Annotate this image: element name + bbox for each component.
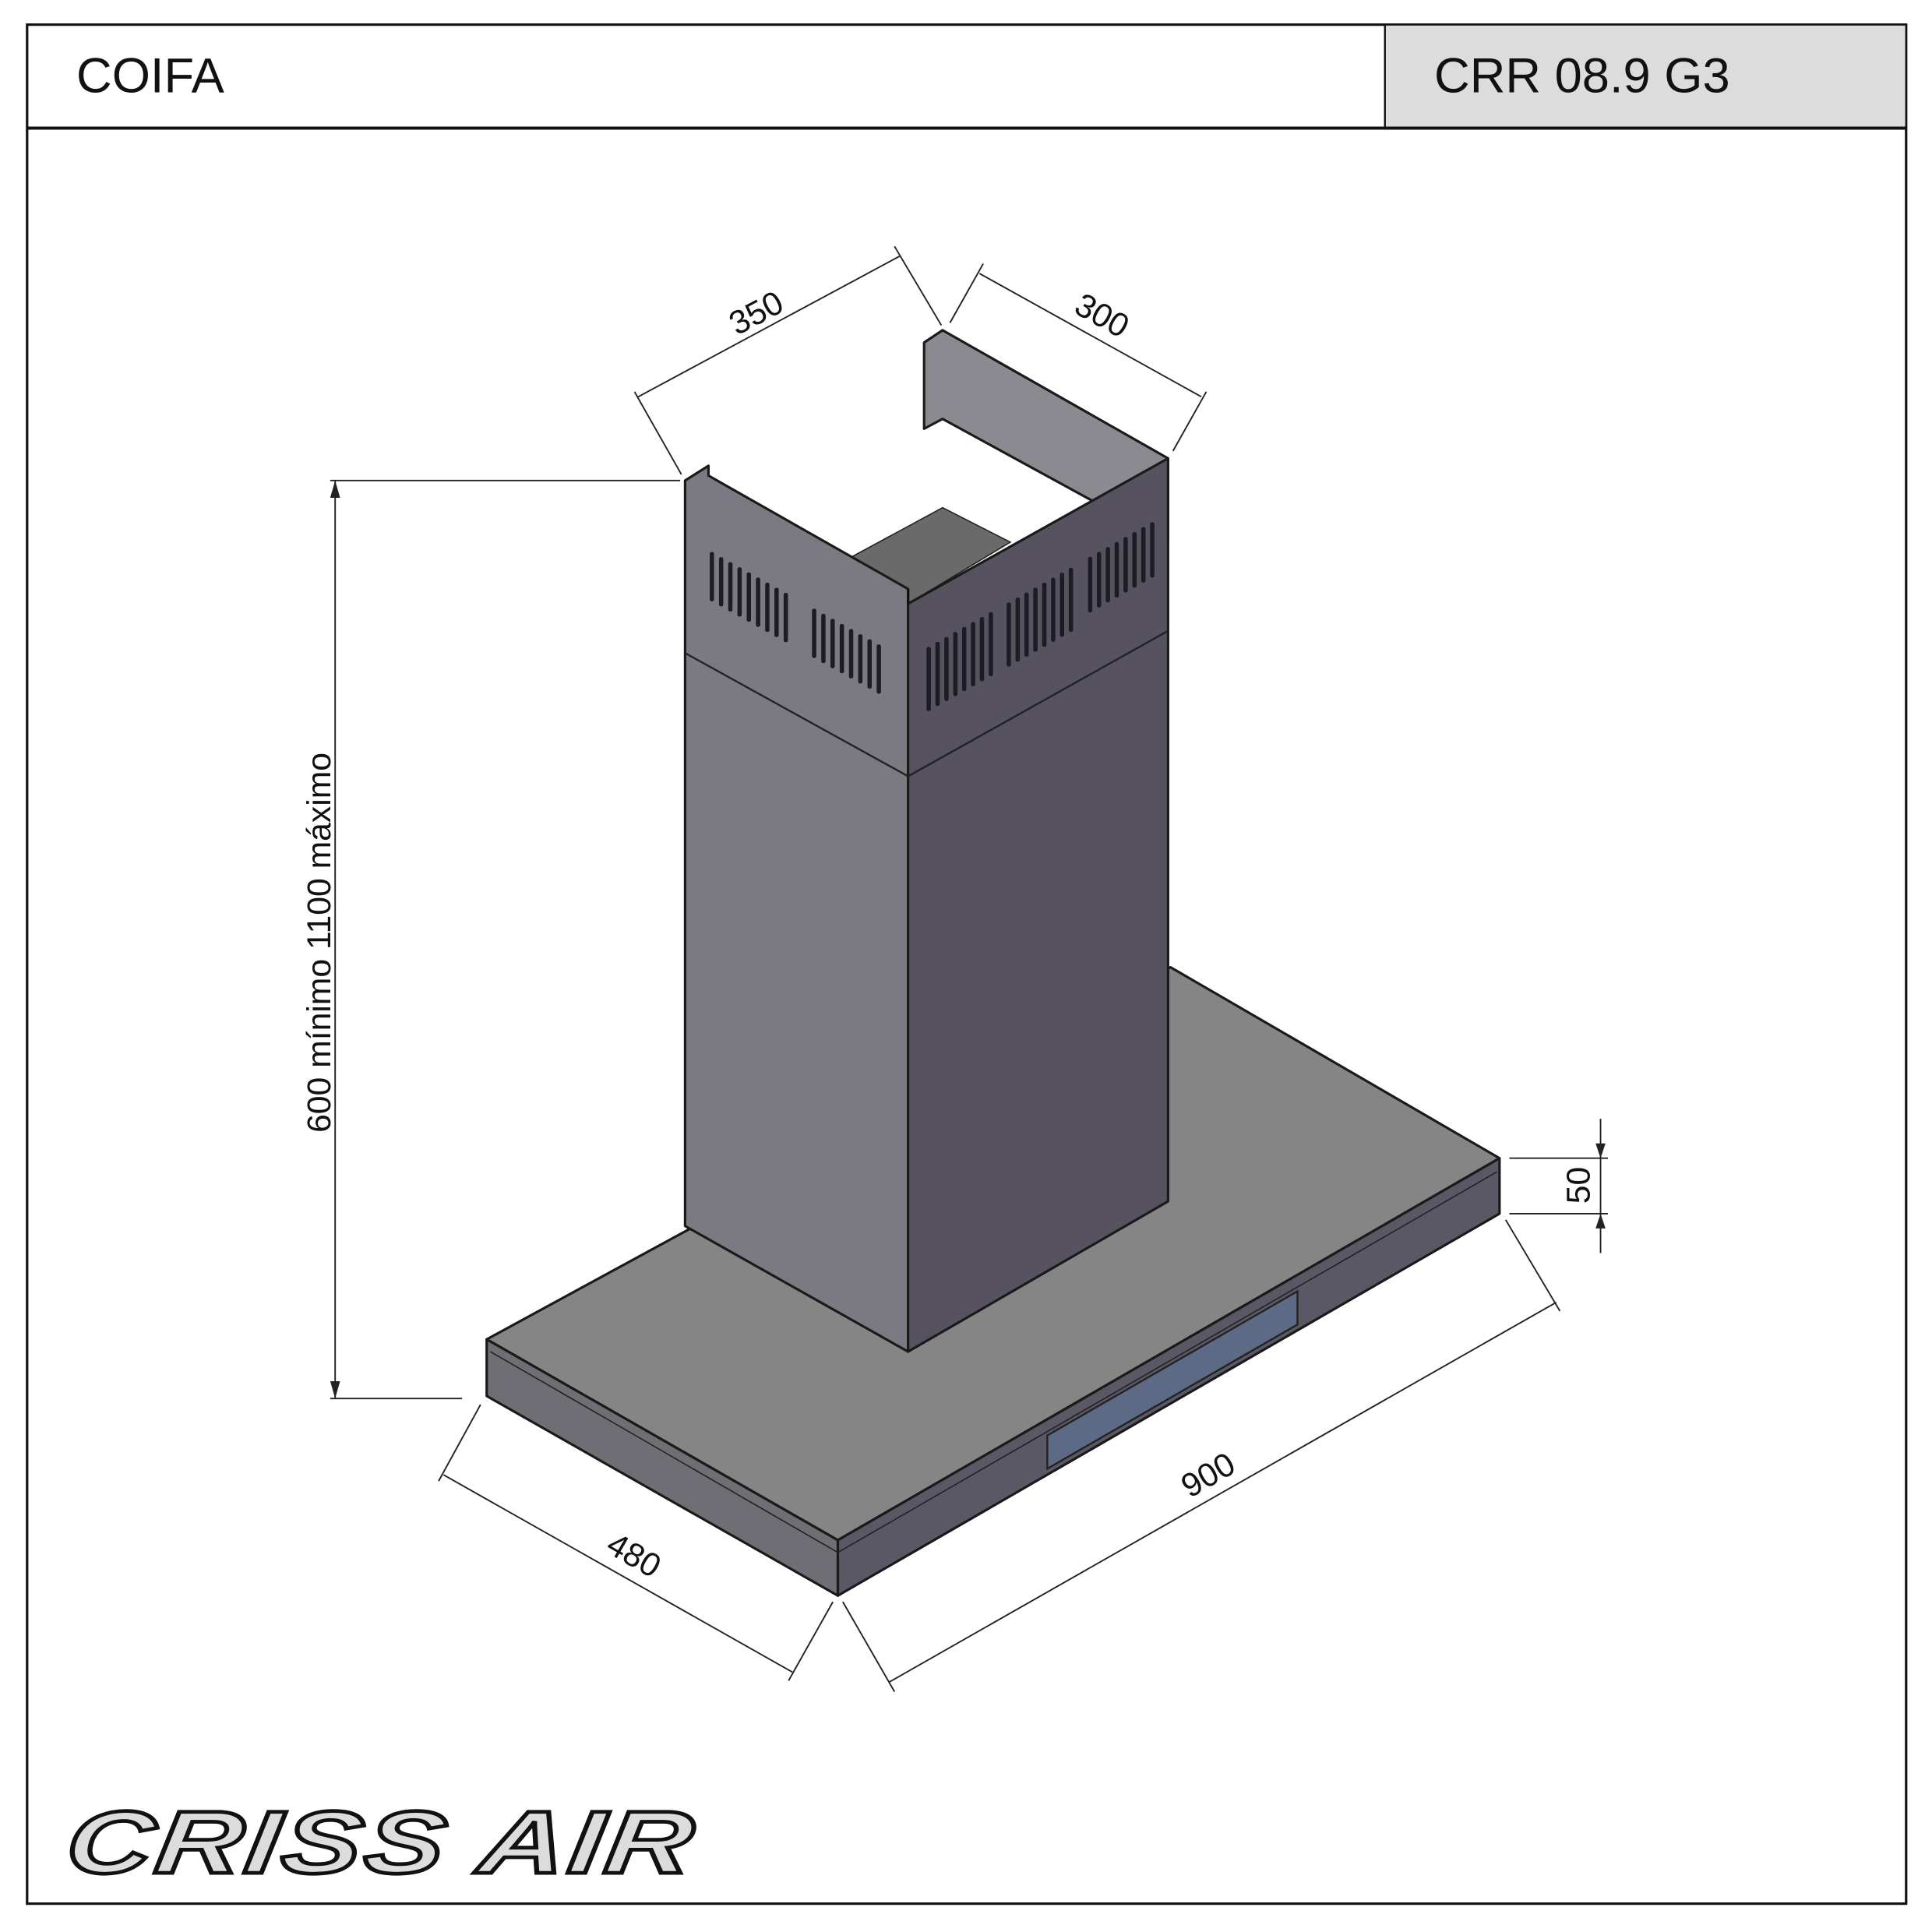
vent-slot	[1132, 532, 1137, 588]
vent-slot	[876, 644, 881, 694]
product-type-label: COIFA	[76, 49, 225, 104]
vent-slot	[1088, 556, 1093, 613]
criss-air-logo: CRISS AIR	[58, 1791, 704, 1894]
dimension-chimney-width: 350	[633, 245, 943, 475]
chimney-width-label: 350	[723, 284, 789, 343]
vent-slot	[839, 623, 844, 674]
vent-slot	[774, 587, 779, 637]
dimension-thickness: 50	[1509, 1119, 1609, 1253]
vent-slot	[1114, 541, 1119, 598]
vent-slot	[746, 572, 752, 622]
vent-slot	[1059, 573, 1065, 637]
chimney-depth-label: 300	[1069, 286, 1136, 346]
model-label: CRR 08.9 G3	[1434, 49, 1730, 104]
vent-slot	[858, 634, 863, 684]
vent-slot	[756, 577, 760, 627]
dimension-height: 600 mínimo 1100 máximo	[301, 479, 681, 1400]
vent-slot	[783, 593, 788, 643]
vent-slot	[1123, 537, 1128, 593]
vent-slot	[1042, 582, 1047, 647]
vent-slot	[1096, 552, 1102, 608]
vent-slot	[1051, 577, 1056, 642]
ventilation-slots	[710, 522, 1155, 711]
vent-slot	[1033, 587, 1038, 652]
logo-text: CRISS AIR	[61, 1793, 703, 1892]
vent-slot	[737, 567, 742, 617]
vent-slot	[710, 552, 714, 601]
vent-slot	[1150, 522, 1155, 578]
vent-slot	[821, 613, 826, 664]
vent-slot	[935, 641, 940, 707]
thickness-label: 50	[1560, 1167, 1597, 1204]
vent-slot	[1024, 592, 1029, 657]
vent-slot	[867, 639, 873, 689]
hood-width-label: 900	[1175, 1445, 1242, 1505]
vent-slot	[765, 582, 770, 633]
vent-slot	[953, 632, 958, 696]
hood-depth-label: 480	[601, 1525, 668, 1585]
vent-slot	[718, 557, 724, 607]
vent-slot	[1015, 598, 1021, 662]
vent-slot	[1105, 547, 1110, 603]
vent-slot	[944, 636, 949, 701]
vent-slot	[812, 608, 816, 658]
control-panel	[1046, 1289, 1299, 1471]
vent-slot	[971, 622, 975, 686]
vent-slot	[848, 629, 854, 679]
vent-slot	[926, 647, 931, 711]
vent-slot	[979, 617, 985, 682]
vent-slot	[1068, 567, 1074, 633]
model-cell	[1384, 23, 1907, 129]
vent-slot	[728, 562, 733, 612]
vent-slot	[1007, 602, 1011, 667]
vent-slot	[1141, 527, 1146, 583]
height-range-label: 600 mínimo 1100 máximo	[301, 753, 338, 1133]
sheet-border	[26, 23, 1908, 1906]
chimney	[683, 329, 1169, 1353]
vent-slot	[961, 626, 967, 692]
vent-slot	[830, 619, 835, 668]
vent-slot	[989, 612, 993, 677]
